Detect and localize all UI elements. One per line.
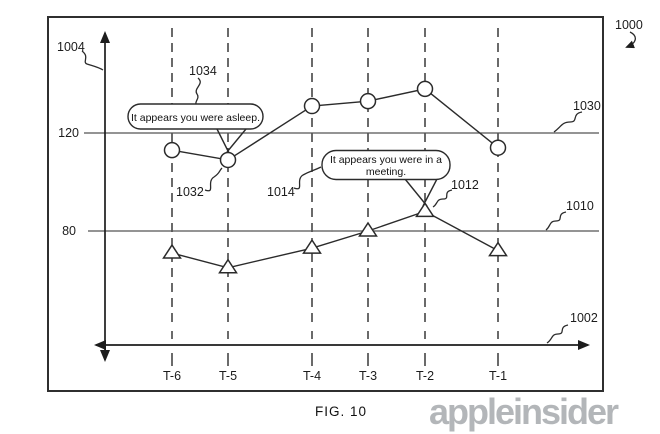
ref-1034: 1034: [189, 64, 217, 78]
callout-asleep-bubble: [127, 103, 264, 130]
x-tick-label-t-6: T-6: [163, 369, 181, 383]
triangle-marker-t-4: [302, 238, 322, 254]
series-line-circles: [171, 88, 499, 161]
y-label-80: 80: [62, 224, 76, 238]
callout-pointers: [216, 128, 438, 207]
leader-1014: [293, 166, 322, 190]
ref-1004: 1004: [57, 40, 85, 54]
callout-meeting-bubble: [321, 149, 451, 181]
leader-lines: [81, 31, 636, 344]
data-series: [162, 80, 508, 274]
ref-1014: 1014: [267, 185, 295, 199]
leader-1010: [545, 211, 567, 231]
triangle-marker-t-2: [415, 202, 435, 218]
leader-1012: [432, 189, 453, 208]
circle-marker-t-2: [416, 80, 434, 98]
fig-caption: FIG. 10: [315, 404, 367, 419]
ref-1002: 1002: [570, 311, 598, 325]
y-label-120: 120: [58, 126, 79, 140]
leader-1004: [81, 50, 104, 71]
circle-marker-t-6: [163, 141, 181, 159]
callout-asleep-text: It appears you were asleep.: [131, 112, 260, 124]
meeting-pointer-right: [422, 178, 438, 207]
ref-1000: 1000: [615, 18, 643, 32]
appleinsider-watermark: appleinsider: [429, 391, 619, 432]
asleep-pointer-right: [226, 128, 247, 153]
triangle-marker-t-6: [162, 243, 182, 259]
x-tick-label-t-3: T-3: [359, 369, 377, 383]
x-tick-label-t-4: T-4: [303, 369, 321, 383]
leader-1002: [546, 324, 569, 344]
triangle-marker-t-1: [488, 241, 508, 257]
figure-border: [47, 16, 604, 392]
triangle-marker-t-5: [218, 258, 238, 274]
leader-1030: [553, 111, 583, 133]
x-tick-label-t-2: T-2: [416, 369, 434, 383]
asleep-pointer-left: [216, 128, 230, 154]
circle-marker-t-3: [359, 92, 377, 110]
meeting-pointer-left: [404, 178, 428, 207]
circle-marker-t-5: [219, 151, 237, 169]
leader-1034: [195, 77, 201, 105]
ref-1010: 1010: [566, 199, 594, 213]
leader-1032: [204, 167, 223, 192]
x-tick-label-t-1: T-1: [489, 369, 507, 383]
category-gridlines: T-6 T-5 T-4 T-3 T-2 T-1: [163, 28, 507, 383]
circle-marker-t-1: [489, 139, 507, 156]
circle-marker-t-4: [303, 97, 321, 115]
series-line-triangles: [171, 210, 499, 269]
callout-meeting-text-line1: It appears you were in a: [330, 154, 442, 166]
triangle-marker-t-3: [358, 221, 378, 237]
ref-1012: 1012: [451, 178, 479, 192]
x-tick-label-t-5: T-5: [219, 369, 237, 383]
ref-1032: 1032: [176, 185, 204, 199]
ref-1030: 1030: [573, 99, 601, 113]
leader-1000-arrow: [625, 31, 636, 49]
callout-meeting-text-line2: meeting.: [366, 166, 406, 178]
